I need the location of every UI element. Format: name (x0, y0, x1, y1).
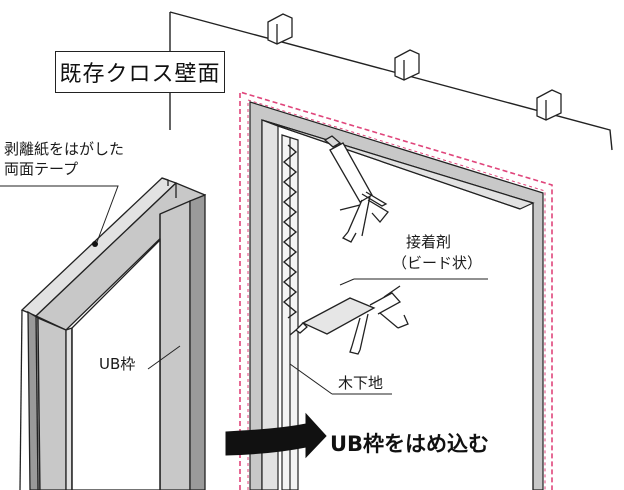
existing-wall-panel (169, 11, 613, 490)
frame-label: UB枠 (99, 355, 136, 373)
wall-label: 既存クロス壁面 (59, 62, 221, 87)
wall-top-brackets (267, 13, 562, 121)
caulk-gun-lower (289, 285, 409, 355)
wall-label-box: 既存クロス壁面 (55, 51, 225, 93)
adhesive-bead (282, 144, 298, 319)
opening-outline (239, 90, 553, 490)
wood-base-label: 木下地 (338, 374, 384, 392)
tape-label-line1: 剥離紙をはがした (4, 140, 125, 158)
adhesive-label-line1: 接着剤 (406, 233, 452, 251)
adhesive-label-line2: （ビード状） (392, 254, 483, 272)
insert-arrow (225, 412, 327, 459)
leader-lines (0, 185, 488, 395)
tape-marker-dot (92, 241, 98, 247)
caulk-gun-upper (323, 135, 389, 243)
ub-frame (19, 177, 207, 490)
instruction-label: UB枠をはめ込む (330, 432, 490, 456)
tape-label-line2: 両面テープ (4, 160, 79, 178)
